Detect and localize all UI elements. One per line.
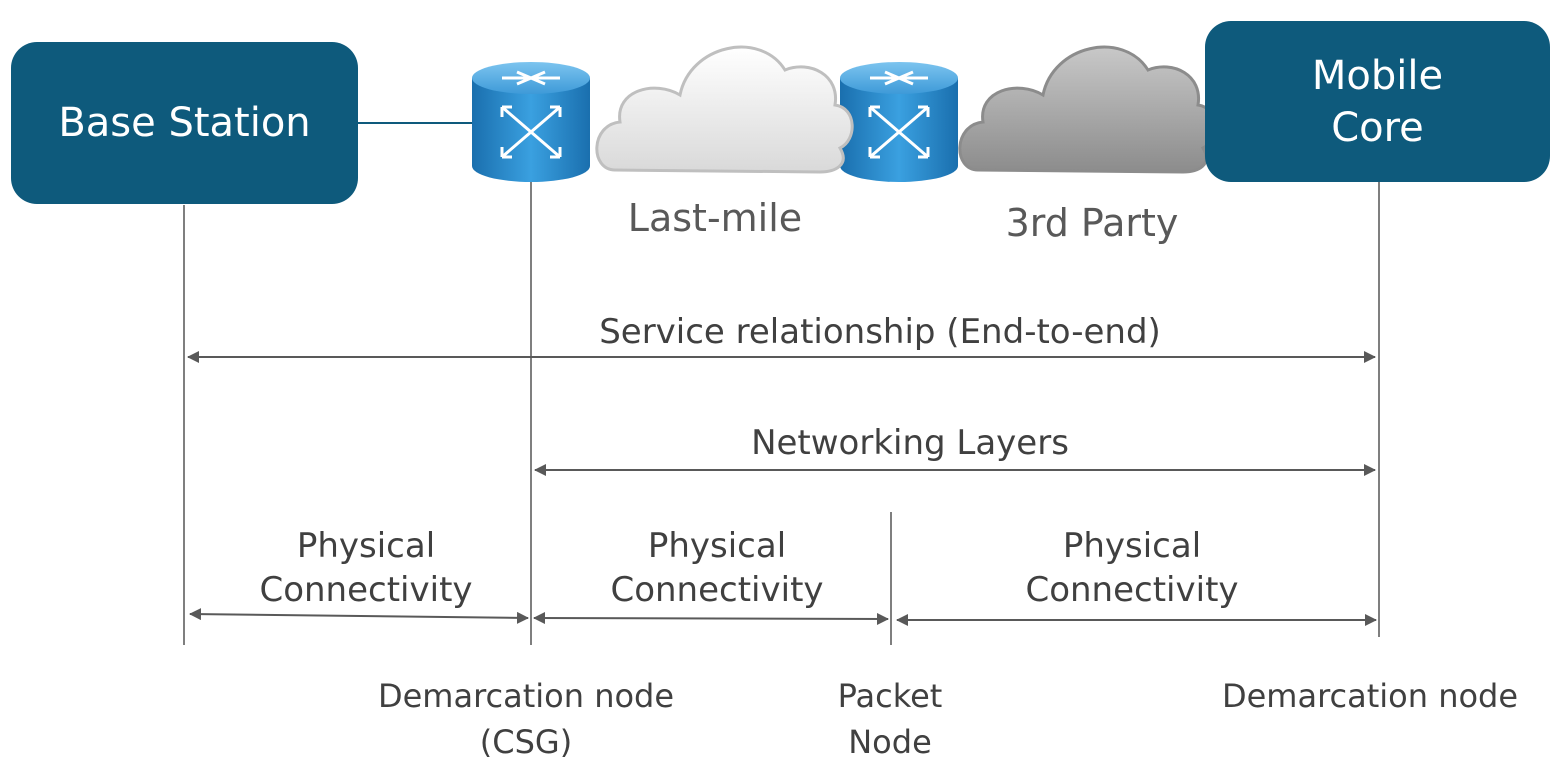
- physical-connectivity-label: Physical Connectivity: [259, 526, 473, 610]
- physical-connectivity-label: Physical Connectivity: [1025, 526, 1239, 610]
- physical-arrow-1: [189, 608, 529, 624]
- third-party-label: 3rd Party: [1005, 201, 1179, 245]
- router-icon: [472, 62, 590, 182]
- physical-connectivity-label: Physical Connectivity: [610, 526, 824, 610]
- demarcation-core-label: Demarcation node: [1221, 677, 1519, 715]
- last-mile-label: Last-mile: [627, 196, 803, 240]
- base-station-label: Base Station: [58, 100, 311, 146]
- cloud-icon: [595, 45, 854, 174]
- demarcation-csg-label: Demarcation node (CSG): [377, 677, 675, 761]
- networking-layers-label: Networking Layers: [751, 423, 1069, 463]
- mobile-core-node: Mobile Core: [1205, 21, 1550, 182]
- router-icon: [840, 62, 958, 182]
- mobile-core-label-line1: Mobile: [1311, 52, 1444, 99]
- packet-node-label: Packet Node: [837, 677, 943, 761]
- service-relationship-label: Service relationship (End-to-end): [599, 312, 1161, 352]
- base-station-node: Base Station: [11, 42, 358, 204]
- mobile-core-label-line2: Core: [1331, 104, 1424, 151]
- cloud-icon: [958, 45, 1217, 174]
- physical-arrow-2: [533, 612, 889, 625]
